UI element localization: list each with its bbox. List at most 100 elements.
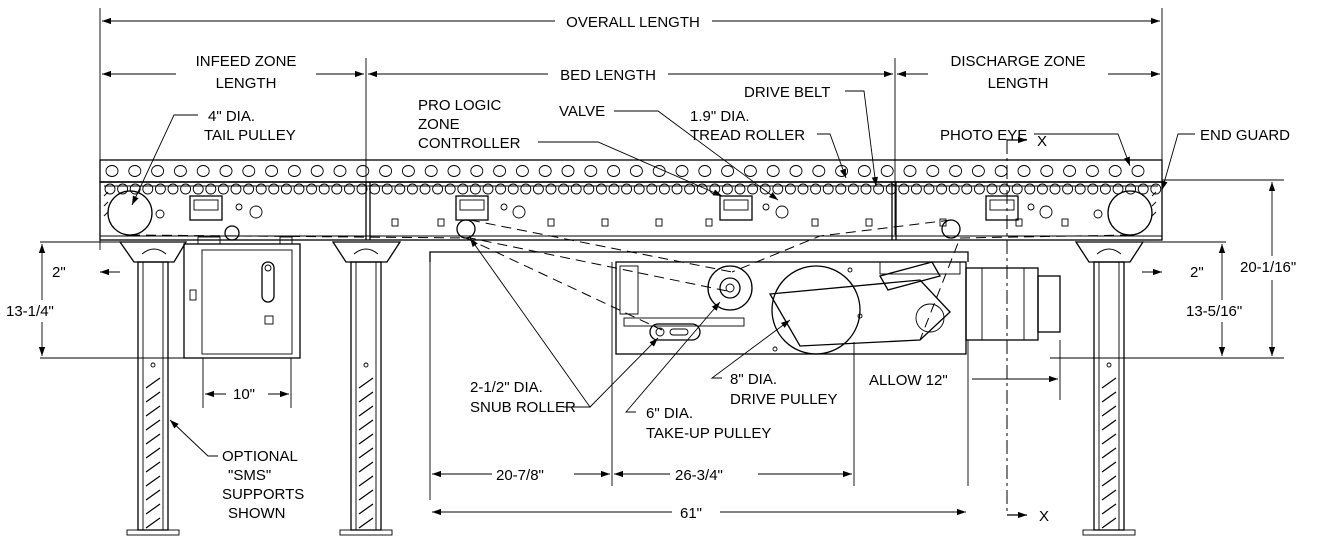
roller-slot <box>424 165 438 177</box>
roller-slot <box>971 165 985 177</box>
tread-roller <box>734 183 746 195</box>
roller-slot <box>561 165 575 177</box>
hatch-mark <box>145 475 161 487</box>
bed-block <box>865 218 873 227</box>
tread-roller <box>608 183 620 195</box>
tread-roller <box>192 183 204 195</box>
tread-roller <box>532 183 544 195</box>
bed-length-dimension: BED LENGTH <box>368 58 896 235</box>
zone-controller-2 <box>455 195 526 221</box>
roller-slot <box>1063 165 1077 177</box>
svg-text:END GUARD: END GUARD <box>1200 127 1290 144</box>
callout-take-up-pulley: 6" DIA. TAKE-UP PULLEY <box>625 301 771 442</box>
roller-slot <box>379 165 393 177</box>
roller-slot <box>401 165 415 177</box>
roller-slot <box>447 165 461 177</box>
section-line-x: X X <box>1006 133 1049 525</box>
tread-roller <box>621 183 633 195</box>
callout-pro-logic: PRO LOGIC ZONE CONTROLLER <box>418 97 723 197</box>
hatch-mark <box>358 517 374 529</box>
callout-drive-belt: DRIVE BELT <box>744 84 878 187</box>
roller-slot <box>789 165 803 177</box>
svg-text:TAIL PULLEY: TAIL PULLEY <box>204 127 296 144</box>
svg-text:2-1/2" DIA.: 2-1/2" DIA. <box>470 379 543 396</box>
callout-drive-pulley: 8" DIA. DRIVE PULLEY <box>710 319 838 408</box>
svg-text:1.9" DIA.: 1.9" DIA. <box>690 108 750 125</box>
sms-support-hatching <box>145 377 1117 529</box>
tread-roller <box>356 183 368 195</box>
svg-text:CONTROLLER: CONTROLLER <box>418 135 521 152</box>
roller-slot <box>903 165 917 177</box>
tread-roller <box>885 183 897 195</box>
hatch-mark <box>1101 433 1117 445</box>
tread-roller <box>1125 183 1137 195</box>
tread-roller <box>369 183 381 195</box>
roller-slot <box>470 165 484 177</box>
dim-26-3-4-label: 26-3/4" <box>675 467 723 484</box>
tread-roller <box>419 183 431 195</box>
tread-roller-row <box>104 183 1162 195</box>
tread-roller <box>646 183 658 195</box>
callout-tail-pulley: 4" DIA. TAIL PULLEY <box>131 108 296 206</box>
tread-roller <box>520 183 532 195</box>
tread-roller <box>331 183 343 195</box>
tread-roller <box>658 183 670 195</box>
overall-length-dimension: OVERALL LENGTH <box>99 8 1163 250</box>
svg-text:ZONE: ZONE <box>418 116 460 133</box>
tail-pulley-left <box>103 190 165 236</box>
tread-roller <box>1062 183 1074 195</box>
svg-text:ALLOW 12": ALLOW 12" <box>869 372 948 389</box>
snub-roller-bed-right <box>941 219 961 239</box>
svg-text:OPTIONAL: OPTIONAL <box>222 448 298 465</box>
hatch-mark <box>145 391 161 403</box>
tread-roller <box>696 183 708 195</box>
roller-slot <box>356 165 370 177</box>
bed-block <box>437 218 445 227</box>
infeed-zone-label: INFEED ZONE <box>196 53 297 70</box>
svg-text:2": 2" <box>52 264 66 281</box>
svg-text:10": 10" <box>233 386 255 403</box>
discharge-length-label: LENGTH <box>988 75 1049 92</box>
svg-text:13-5/16": 13-5/16" <box>1186 303 1242 320</box>
bed-fastener-blocks <box>391 218 1069 227</box>
roller-slot <box>1108 165 1122 177</box>
tread-roller <box>394 183 406 195</box>
tread-roller <box>1024 183 1036 195</box>
hatch-mark <box>1101 475 1117 487</box>
tread-roller <box>570 183 582 195</box>
discharge-zone-label: DISCHARGE ZONE <box>950 53 1085 70</box>
tread-roller <box>343 183 355 195</box>
tread-roller <box>910 183 922 195</box>
callout-photo-eye: PHOTO EYE <box>940 127 1131 167</box>
hatch-mark <box>358 405 374 417</box>
hatch-mark <box>145 447 161 459</box>
svg-text:PHOTO EYE: PHOTO EYE <box>940 127 1027 144</box>
tread-roller <box>1049 183 1061 195</box>
svg-text:"SMS": "SMS" <box>228 467 271 484</box>
hatch-mark <box>145 503 161 515</box>
tread-roller <box>432 183 444 195</box>
tread-roller <box>671 183 683 195</box>
drive-unit <box>429 251 1061 355</box>
roller-slot <box>743 165 757 177</box>
snub-roller-bed-left <box>456 219 476 239</box>
tread-roller <box>847 183 859 195</box>
hatch-mark <box>145 433 161 445</box>
svg-text:TAKE-UP PULLEY: TAKE-UP PULLEY <box>646 425 771 442</box>
roller-slot <box>949 165 963 177</box>
svg-text:2": 2" <box>1190 264 1204 281</box>
bed-idler <box>224 225 240 241</box>
tread-roller <box>230 183 242 195</box>
overall-length-label: OVERALL LENGTH <box>566 14 700 31</box>
callout-valve: VALVE <box>559 103 779 201</box>
tread-roller <box>595 183 607 195</box>
tread-roller <box>973 183 985 195</box>
callout-snub-roller: 2-1/2" DIA. SNUB ROLLER <box>469 237 659 416</box>
roller-slot <box>151 165 165 177</box>
callout-end-guard: END GUARD <box>1161 127 1290 191</box>
bed-block <box>391 218 399 227</box>
hatch-mark <box>145 517 161 529</box>
tread-roller <box>381 183 393 195</box>
tread-roller <box>873 183 885 195</box>
